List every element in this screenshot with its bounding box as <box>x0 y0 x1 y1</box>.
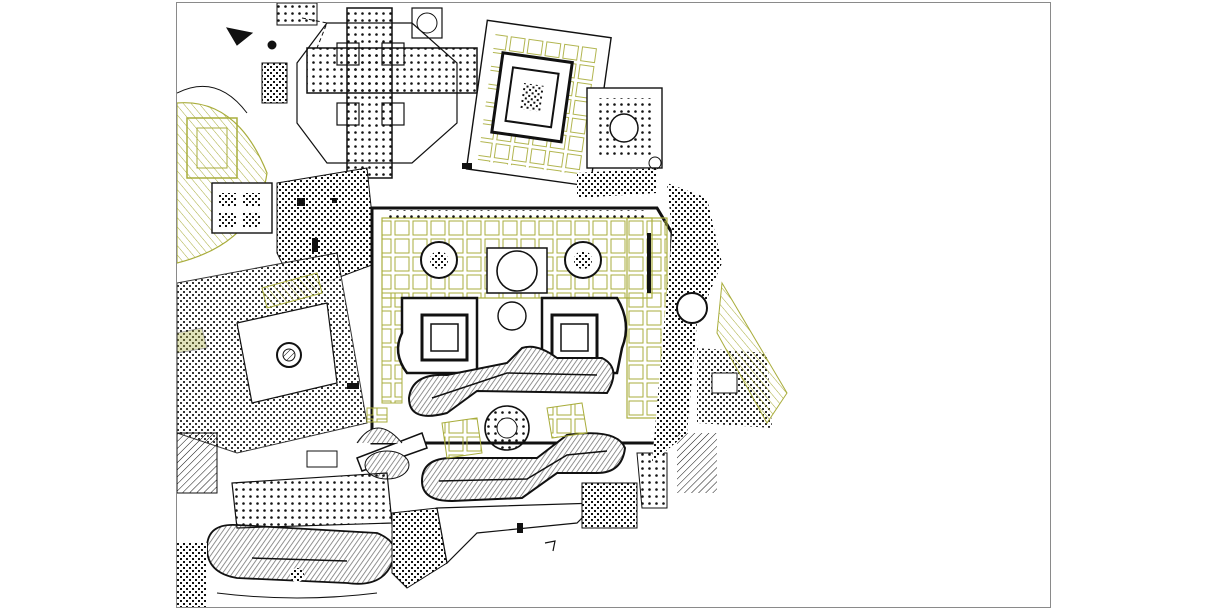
south-buildings <box>391 452 668 589</box>
northwest-oval-garden <box>177 85 273 264</box>
central-round-temple <box>441 402 588 459</box>
west-theatre <box>306 407 428 480</box>
east-temple-court <box>577 87 663 198</box>
drawing-sheet <box>176 2 1051 608</box>
east-baths-quarter <box>652 183 788 493</box>
site-plan-map[interactable] <box>177 3 1050 607</box>
upper-circus-track <box>407 345 615 417</box>
north-cross-complex <box>226 3 478 179</box>
scattered-marks <box>297 163 651 533</box>
lower-circus-track <box>420 432 627 503</box>
northeast-palace <box>465 19 612 188</box>
